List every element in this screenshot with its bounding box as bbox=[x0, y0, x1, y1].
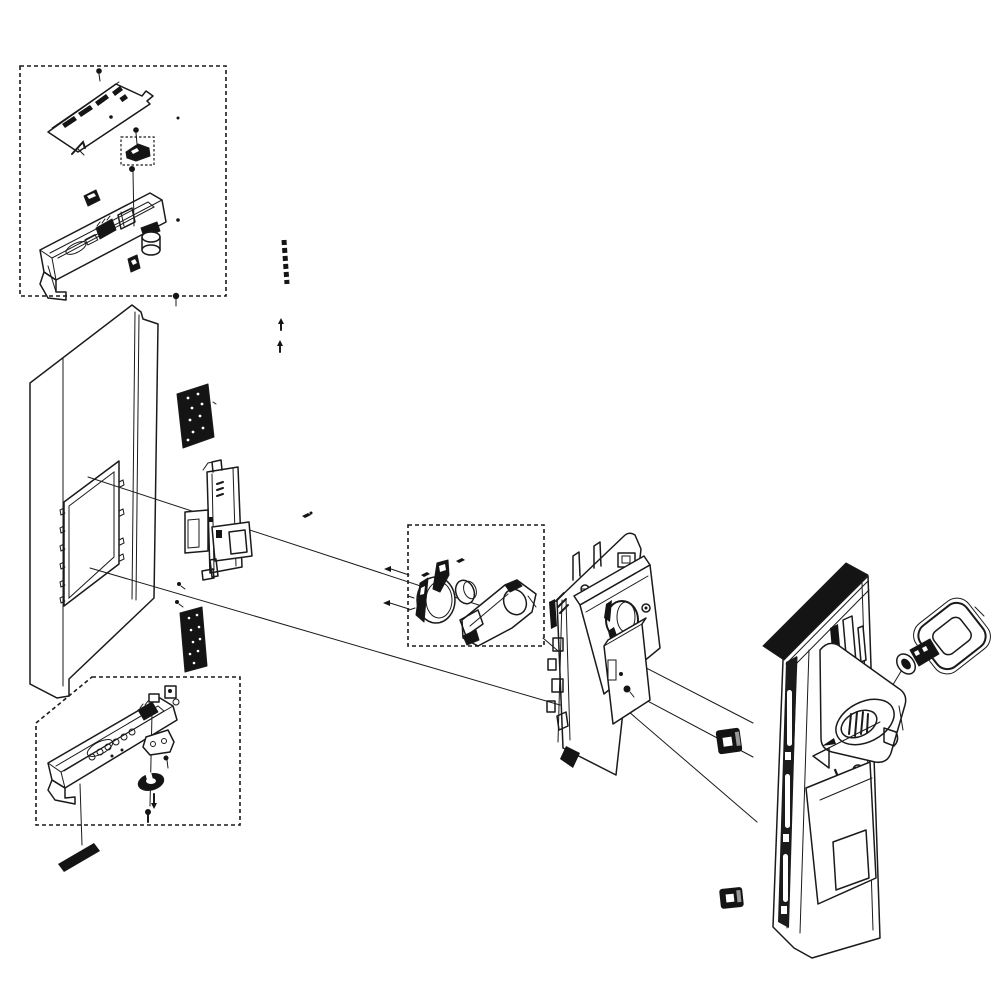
long-screw bbox=[129, 166, 135, 227]
control-tray bbox=[39, 166, 167, 301]
bottom-screw bbox=[145, 809, 151, 823]
tray-buttons bbox=[88, 728, 136, 761]
bushing bbox=[454, 579, 477, 605]
bracket-screws bbox=[175, 511, 313, 608]
module-screw bbox=[421, 572, 430, 577]
tiny-fastener-marks bbox=[277, 318, 284, 353]
bracket-screw bbox=[133, 127, 139, 133]
bottom-display-assembly-box bbox=[35, 676, 241, 846]
grille-top bbox=[176, 383, 217, 449]
fastener-speck bbox=[176, 218, 180, 222]
pcb-board bbox=[47, 81, 154, 153]
pcb-bracket-box bbox=[120, 127, 155, 166]
mounting-bracket bbox=[184, 459, 253, 581]
pcb-screw bbox=[96, 68, 102, 82]
fastener-speck bbox=[109, 115, 113, 119]
clip-lower bbox=[719, 887, 744, 909]
bracket-wing bbox=[184, 509, 209, 554]
module-screw bbox=[456, 558, 465, 563]
dispenser-housing bbox=[546, 532, 661, 776]
tray-clip bbox=[127, 254, 141, 273]
micro-switch-ring bbox=[407, 559, 456, 624]
recess-triangle-vent bbox=[812, 747, 830, 769]
lever-pad-stem bbox=[895, 638, 940, 675]
top-control-assembly-box bbox=[19, 65, 227, 307]
trim-strip bbox=[281, 239, 290, 285]
housing-lower-box bbox=[603, 617, 651, 725]
door-gasket-edge bbox=[762, 562, 869, 661]
door-panel: L bbox=[762, 562, 907, 959]
housing-latch-column bbox=[546, 599, 580, 768]
cylinder-damper bbox=[140, 221, 161, 256]
bottom-bolt bbox=[172, 292, 180, 307]
door-recess bbox=[819, 642, 907, 764]
tray-gear-part bbox=[137, 701, 159, 721]
angle-bracket bbox=[71, 140, 86, 156]
tray-bracket bbox=[142, 729, 175, 769]
lever-arm bbox=[459, 579, 537, 647]
end-cap bbox=[83, 189, 101, 207]
gear-part bbox=[95, 218, 117, 240]
display-tray bbox=[47, 685, 180, 805]
grommet bbox=[137, 772, 165, 809]
door-lower-box bbox=[805, 761, 877, 905]
tray-post bbox=[164, 685, 177, 699]
fastener-speck bbox=[176, 116, 180, 120]
clip-upper bbox=[715, 727, 743, 755]
grille-bottom bbox=[179, 606, 208, 673]
front-cover-panel bbox=[29, 304, 159, 699]
panel-clip-tabs bbox=[59, 479, 125, 604]
panel-opening bbox=[63, 460, 120, 607]
door-slot-rib bbox=[778, 656, 797, 928]
leader-arrows bbox=[383, 566, 410, 610]
lever-module-box bbox=[383, 524, 545, 647]
lever-pad bbox=[895, 597, 991, 675]
end-strip bbox=[58, 843, 100, 872]
